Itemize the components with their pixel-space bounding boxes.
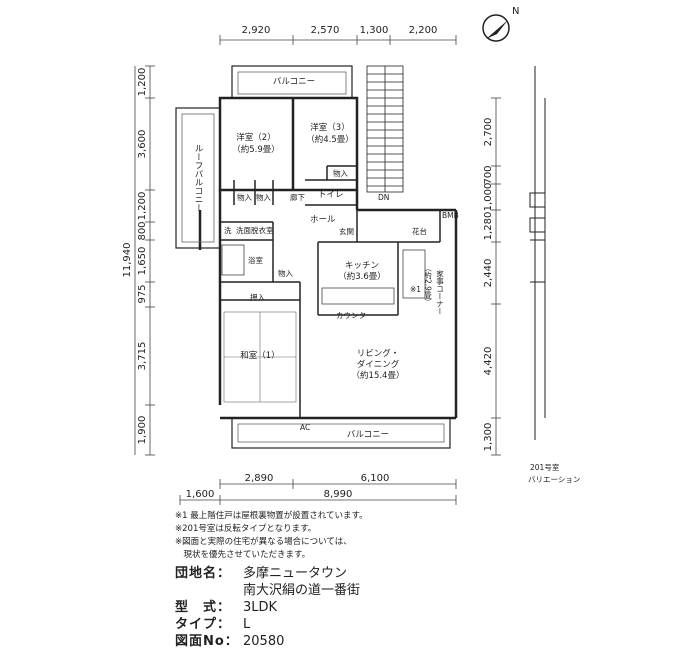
- storage-4-label: 物入: [278, 268, 293, 278]
- dim-right-7: 1,300: [483, 423, 494, 452]
- roof-balcony-label: ルーフバルコニー: [193, 144, 203, 212]
- dim-left-3: 1,200: [137, 192, 148, 221]
- note-mark: ※1: [410, 285, 421, 294]
- dining-label: ダイニング: [357, 359, 400, 370]
- dim-top-3: 1,300: [360, 25, 389, 36]
- dim-bottom-1: 2,890: [245, 473, 274, 484]
- style-value: L: [243, 617, 251, 632]
- kitchen-counter: [321, 287, 395, 305]
- dim-left-4: 800: [137, 221, 148, 240]
- dim-right-4: 1,280: [483, 212, 494, 241]
- japanese-room-label: 和室（1）: [240, 350, 279, 361]
- dim-right-6: 4,420: [483, 347, 494, 376]
- dim-right-1: 2,700: [483, 118, 494, 147]
- dim-left-8: 1,900: [137, 416, 148, 445]
- interior-walls: [220, 165, 441, 418]
- drawing-label: 図面No：: [175, 634, 239, 649]
- stairs: [366, 65, 404, 193]
- drawing-value: 20580: [243, 634, 285, 649]
- complex-label: 団地名：: [175, 566, 232, 581]
- kitchen-label: キッチン: [345, 261, 379, 271]
- dim-right-5: 2,440: [483, 259, 494, 288]
- notes: ※1 最上階住戸は屋根裏物置が設置されています。 ※201号室は反転タイプとなり…: [175, 510, 368, 562]
- dim-right-3: 1,000: [483, 183, 494, 212]
- compass-label: N: [512, 6, 519, 17]
- note-1: ※1 最上階住戸は屋根裏物置が設置されています。: [175, 511, 368, 521]
- balcony-bottom: [231, 417, 451, 449]
- dim-bottom-3: 1,600: [186, 489, 215, 500]
- dim-left-6: 975: [137, 284, 148, 303]
- variation-plan: [529, 66, 546, 440]
- note-3: ※図面と実際の住宅が異なる場合については、: [175, 537, 352, 547]
- type-label: 型 式：: [175, 600, 232, 615]
- dim-left-total: 11,940: [122, 243, 133, 278]
- tatami: [223, 311, 297, 403]
- living-label: リビング・: [357, 348, 400, 359]
- balcony-top-label: バルコニー: [273, 77, 315, 87]
- variation-label-1: 201号室: [530, 462, 560, 472]
- style-label: タイプ：: [175, 617, 232, 632]
- wash-label: 洗: [224, 225, 232, 235]
- note-2: ※201号室は反転タイプとなります。: [175, 524, 317, 534]
- dim-left-7: 3,715: [137, 342, 148, 371]
- western-room-3-label: 洋室（3）: [310, 122, 349, 133]
- bmb-label: BMB: [442, 211, 459, 220]
- toilet-label: トイレ: [318, 190, 344, 200]
- housework-size: （約2.9畳）: [423, 264, 432, 306]
- dim-left-1: 1,200: [137, 68, 148, 97]
- closet-label: 押入: [250, 292, 265, 302]
- dim-top-2: 2,570: [311, 25, 340, 36]
- hall-label: ホール: [310, 215, 336, 225]
- storage-1-label: 物入: [237, 192, 252, 202]
- storage-2-label: 物入: [256, 192, 271, 202]
- western-room-2-label: 洋室（2）: [236, 132, 275, 143]
- flower-bed-label: 花台: [412, 226, 427, 236]
- storage-3-label: 物入: [333, 168, 348, 178]
- dim-top-1: 2,920: [242, 25, 271, 36]
- balcony-top: [231, 65, 353, 99]
- type-value: 3LDK: [243, 600, 278, 615]
- variation-label-2: バリエーション: [528, 475, 580, 484]
- bath-label: 浴室: [248, 255, 263, 265]
- balcony-bottom-label: バルコニー: [347, 430, 389, 440]
- compass-icon: N: [482, 6, 519, 42]
- western-room-3-size: （約4.5畳）: [306, 134, 354, 145]
- bathtub: [221, 244, 245, 276]
- housework-label: 家事コーナー: [435, 269, 444, 315]
- stairs-dn-label: DN: [378, 193, 389, 202]
- dim-bottom-4: 8,990: [324, 489, 353, 500]
- roof-balcony: [175, 107, 221, 249]
- dim-bottom-2: 6,100: [361, 473, 390, 484]
- dimension-bottom: [179, 479, 457, 505]
- hallway-label: 廊下: [290, 192, 305, 202]
- complex-name-1: 多摩ニュータウン: [243, 566, 348, 581]
- dimension-top: [219, 35, 457, 45]
- dim-left-2: 3,600: [137, 130, 148, 159]
- dimension-right: [491, 97, 501, 456]
- living-size: （約15.4畳）: [352, 370, 405, 381]
- property-info: 団地名： 多摩ニュータウン 南大沢絹の道一番街 型 式： 3LDK タイプ： L 図面…: [175, 565, 360, 650]
- western-room-2-size: （約5.9畳）: [232, 144, 280, 155]
- dim-top-4: 2,200: [409, 25, 438, 36]
- entrance-label: 玄関: [339, 226, 354, 236]
- dim-left-5: 1,650: [137, 247, 148, 276]
- housework-desk: [402, 249, 426, 299]
- washroom-label: 洗面脱衣室: [236, 225, 274, 235]
- complex-name-2: 南大沢絹の道一番街: [243, 583, 361, 598]
- note-4: 現状を優先させていただきます。: [175, 550, 311, 560]
- counter-label: カウンター: [336, 311, 374, 320]
- ac-label: AC: [300, 423, 310, 432]
- kitchen-size: （約3.6畳）: [338, 271, 386, 282]
- dim-right-2: 700: [483, 165, 494, 184]
- dimension-left: [134, 65, 155, 456]
